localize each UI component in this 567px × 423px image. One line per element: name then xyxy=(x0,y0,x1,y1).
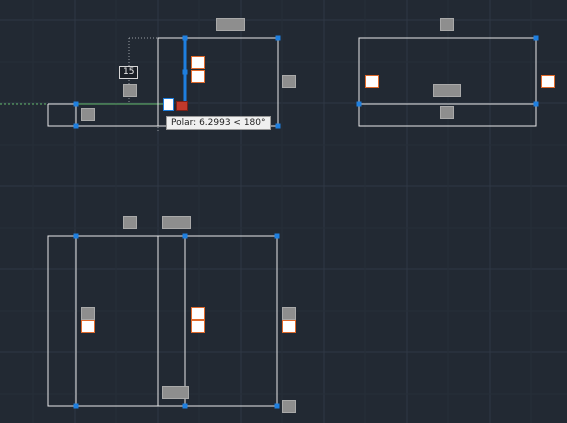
parallel-constraint-icon[interactable] xyxy=(81,320,95,333)
dimension-input[interactable]: 15 xyxy=(119,66,138,79)
parallel-constraint-icon[interactable] xyxy=(541,75,555,88)
grip-top-left-5[interactable] xyxy=(275,123,281,129)
grip-top-right-3[interactable] xyxy=(533,101,539,107)
perpendicular-constraint-icon[interactable] xyxy=(191,70,205,83)
perpendicular-constraint-icon[interactable] xyxy=(191,320,205,333)
object-snap-icon xyxy=(163,98,174,111)
coincident-constraint-icon[interactable] xyxy=(440,18,454,31)
horizontal-constraint-icon[interactable] xyxy=(433,84,461,97)
grip-top-left-4[interactable] xyxy=(275,35,281,41)
coincident-constraint-icon[interactable] xyxy=(282,400,296,413)
grip-top-left-6[interactable] xyxy=(182,69,188,75)
grip-top-left-1[interactable] xyxy=(73,101,79,107)
coincident-constraint-icon[interactable] xyxy=(123,216,137,229)
grip-top-right-1[interactable] xyxy=(533,35,539,41)
polar-tracking-tooltip: Polar: 6.2993 < 180° xyxy=(166,116,271,130)
grip-bottom-4[interactable] xyxy=(73,403,79,409)
parallel-constraint-icon[interactable] xyxy=(365,75,379,88)
grip-bottom-5[interactable] xyxy=(182,403,188,409)
coincident-constraint-icon[interactable] xyxy=(81,108,95,121)
grip-top-left-3[interactable] xyxy=(182,35,188,41)
grip-top-right-2[interactable] xyxy=(356,101,362,107)
grip-top-left-2[interactable] xyxy=(73,123,79,129)
cursor-marker xyxy=(176,101,188,111)
coincident-constraint-icon[interactable] xyxy=(440,106,454,119)
shape-bottom[interactable] xyxy=(47,235,278,407)
horizontal-constraint-icon[interactable] xyxy=(162,216,191,229)
coincident-constraint-icon[interactable] xyxy=(282,307,296,320)
parallel-constraint-icon[interactable] xyxy=(191,56,205,69)
parallel-constraint-icon[interactable] xyxy=(282,320,296,333)
horizontal-constraint-icon[interactable] xyxy=(216,18,245,31)
grip-bottom-2[interactable] xyxy=(182,233,188,239)
coincident-constraint-icon[interactable] xyxy=(81,307,95,320)
grip-bottom-1[interactable] xyxy=(73,233,79,239)
coincident-constraint-icon[interactable] xyxy=(282,75,296,88)
grip-bottom-6[interactable] xyxy=(274,403,280,409)
shape-top-right[interactable] xyxy=(358,37,537,127)
grip-bottom-3[interactable] xyxy=(274,233,280,239)
horizontal-constraint-icon[interactable] xyxy=(162,386,189,399)
parallel-constraint-icon[interactable] xyxy=(191,307,205,320)
coincident-constraint-icon[interactable] xyxy=(123,84,137,97)
